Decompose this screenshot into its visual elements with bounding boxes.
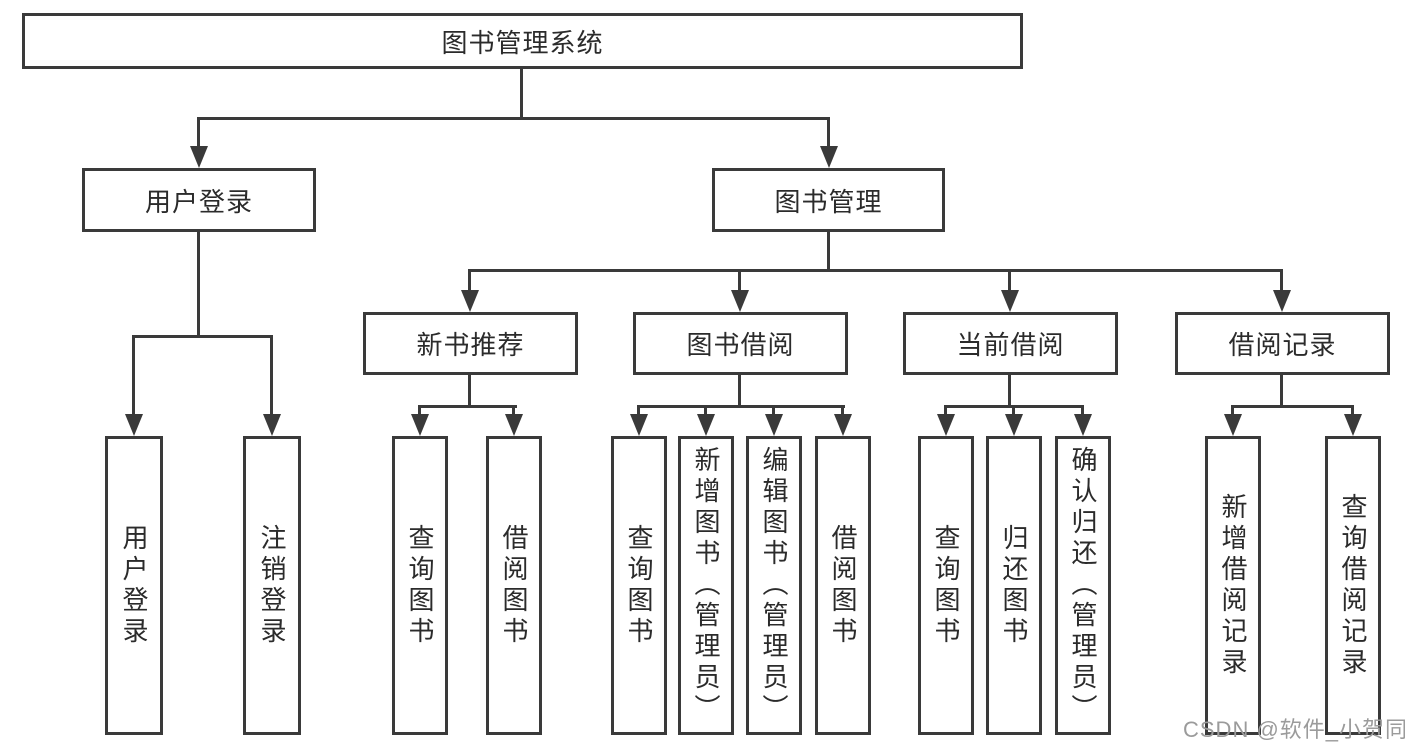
csdn-watermark: CSDN @软件_小贺同学 [1183, 717, 1405, 742]
arrow-into-book-mgmt [820, 146, 838, 168]
leaf-cb-query-books: 查询图书 [918, 436, 974, 735]
connector-stem-book-borrow [738, 269, 741, 294]
connector-stem-nb-query [418, 405, 421, 418]
connector-borrow-records-bus [1231, 405, 1354, 408]
arrow-into-bb-edit [765, 414, 783, 436]
arrow-into-br-add [1224, 414, 1242, 436]
node-book-mgmt: 图书管理 [712, 168, 945, 232]
connector-stem-bb-borrow [841, 405, 844, 418]
arrow-into-cb-return [1005, 414, 1023, 436]
leaf-nb-borrow-books: 借阅图书 [486, 436, 542, 735]
arrow-into-new-books [461, 290, 479, 312]
connector-level3-bus [468, 269, 1283, 272]
connector-borrow-records-stem [1280, 375, 1283, 408]
arrow-into-leaf-logout [263, 414, 281, 436]
connector-current-borrow-stem [1008, 375, 1011, 408]
node-current-borrow: 当前借阅 [903, 312, 1118, 375]
leaf-bb-borrow-books: 借阅图书 [815, 436, 871, 735]
arrow-into-bb-query [630, 414, 648, 436]
connector-stem-bb-query [637, 405, 640, 418]
connector-stem-book-mgmt [827, 117, 830, 150]
connector-stem-new-books [468, 269, 471, 294]
arrow-into-nb-borrow [505, 414, 523, 436]
leaf-nb-query-books: 查询图书 [392, 436, 448, 735]
leaf-user-login: 用户登录 [105, 436, 163, 735]
arrow-into-current-borrow [1001, 290, 1019, 312]
connector-stem-borrow-records [1280, 269, 1283, 294]
node-root-system: 图书管理系统 [22, 13, 1023, 69]
node-new-books: 新书推荐 [363, 312, 578, 375]
connector-stem-bb-edit [772, 405, 775, 418]
arrow-into-user-login [190, 146, 208, 168]
connector-level2-bus [197, 117, 830, 120]
connector-stem-cb-confirm [1081, 405, 1084, 418]
connector-stem-leaf-logout [270, 335, 273, 418]
node-borrow-records: 借阅记录 [1175, 312, 1390, 375]
connector-user-login-bus [132, 335, 273, 338]
arrow-into-borrow-records [1273, 290, 1291, 312]
leaf-logout: 注销登录 [243, 436, 301, 735]
connector-book-mgmt-stem [827, 232, 830, 272]
connector-stem-br-query [1351, 405, 1354, 418]
leaf-bb-edit-books-admin: 编辑图书（管理员） [746, 436, 802, 735]
arrow-into-bb-add [697, 414, 715, 436]
connector-new-books-stem [468, 375, 471, 408]
connector-stem-bb-add [704, 405, 707, 418]
leaf-cb-return-books: 归还图书 [986, 436, 1042, 735]
arrow-into-book-borrow [731, 290, 749, 312]
node-user-login: 用户登录 [82, 168, 316, 232]
connector-user-login-stem [197, 232, 200, 337]
connector-stem-br-add [1231, 405, 1234, 418]
connector-new-books-bus [418, 405, 517, 408]
connector-stem-leaf-login [132, 335, 135, 418]
node-book-borrow: 图书借阅 [633, 312, 848, 375]
arrow-into-bb-borrow [834, 414, 852, 436]
arrow-into-cb-query [937, 414, 955, 436]
leaf-br-query-record: 查询借阅记录 [1325, 436, 1381, 735]
arrow-into-cb-confirm [1074, 414, 1092, 436]
leaf-br-add-record: 新增借阅记录 [1205, 436, 1261, 735]
arrow-into-br-query [1344, 414, 1362, 436]
connector-root-stem [520, 67, 523, 118]
leaf-bb-add-books-admin: 新增图书（管理员） [678, 436, 734, 735]
connector-stem-current-borrow [1008, 269, 1011, 294]
connector-stem-nb-borrow [512, 405, 515, 418]
connector-book-borrow-bus [637, 405, 845, 408]
arrow-into-leaf-login [125, 414, 143, 436]
connector-stem-user-login [197, 117, 200, 150]
leaf-bb-query-books: 查询图书 [611, 436, 667, 735]
connector-stem-cb-return [1012, 405, 1015, 418]
leaf-cb-confirm-return-admin: 确认归还（管理员） [1055, 436, 1111, 735]
connector-stem-cb-query [944, 405, 947, 418]
connector-book-borrow-stem [738, 375, 741, 408]
arrow-into-nb-query [411, 414, 429, 436]
